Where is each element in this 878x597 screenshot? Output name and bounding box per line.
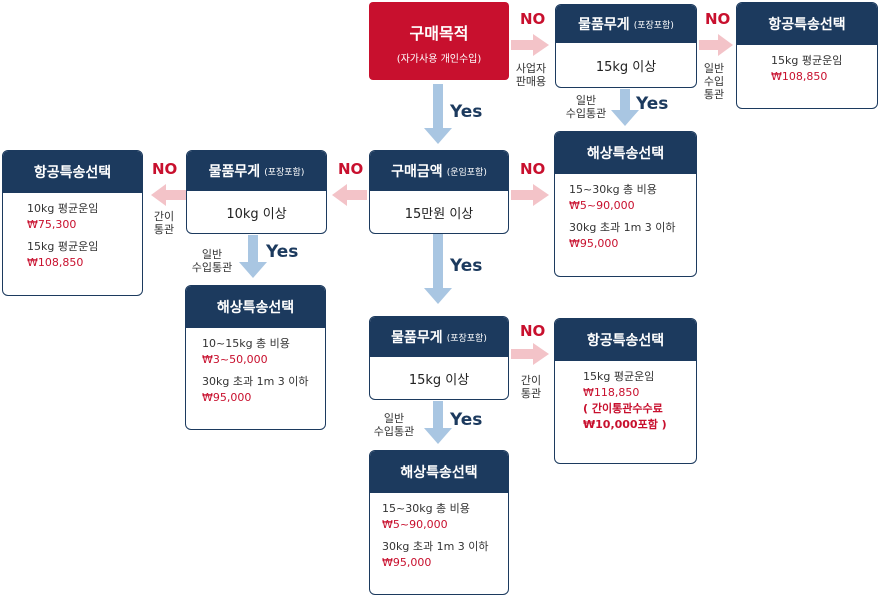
result-fee-note: ( 간이통관수수료 bbox=[583, 402, 663, 415]
note-simple-customs-left: 간이 통관 bbox=[153, 210, 175, 236]
decision-price: 구매금액 (운임포함) 15만원 이상 bbox=[369, 150, 509, 234]
result-title: 해상특송선택 bbox=[186, 286, 325, 328]
result-fee-amount: ₩10,000포함 ) bbox=[583, 418, 667, 431]
note-general-customs-top: 일반 수입통관 bbox=[565, 94, 607, 120]
result-sea-top-right: 해상특송선택 15~30kg 총 비용 ₩5~90,000 30kg 초과 1m… bbox=[554, 131, 697, 277]
result-sea-bottom: 해상특송선택 15~30kg 총 비용 ₩5~90,000 30kg 초과 1m… bbox=[369, 450, 509, 595]
start-subtitle: (자가사용 개인수입) bbox=[396, 54, 482, 65]
yes-label-start-price: Yes bbox=[450, 102, 483, 122]
decision-value: 15만원 이상 bbox=[404, 206, 474, 222]
arrow-right-price-to-sea bbox=[511, 184, 549, 206]
decision-sub: (운임포함) bbox=[446, 167, 487, 178]
note-general-customs-top-right: 일반 수입 통관 bbox=[703, 62, 725, 101]
result-sea-left: 해상특송선택 10~15kg 총 비용 ₩3~50,000 30kg 초과 1m… bbox=[185, 285, 326, 430]
yes-label-left-sea: Yes bbox=[266, 242, 299, 262]
result-air-left: 항공특송선택 10kg 평균운임 ₩75,300 15kg 평균운임 ₩108,… bbox=[2, 150, 143, 296]
note-simple-customs-bottom: 간이 통관 bbox=[520, 374, 542, 400]
no-label-price-left: NO bbox=[338, 160, 364, 178]
note-business-resale: 사업자 판매용 bbox=[515, 62, 547, 88]
decision-sub: (포장포함) bbox=[264, 167, 305, 178]
result-title: 항공특송선택 bbox=[555, 319, 696, 361]
start-title: 구매목적 bbox=[409, 24, 469, 43]
result-line: 30kg 초과 1m 3 이하 bbox=[382, 540, 489, 553]
result-title: 해상특송선택 bbox=[555, 132, 696, 174]
arrow-left-price-to-left-weight bbox=[332, 184, 367, 206]
result-line: 30kg 초과 1m 3 이하 bbox=[202, 375, 309, 388]
result-line: 15kg 평균운임 bbox=[771, 54, 843, 67]
result-price: ₩95,000 bbox=[202, 391, 252, 404]
start-box-purchase-purpose: 구매목적 (자가사용 개인수입) bbox=[369, 2, 509, 80]
no-label-price-sea: NO bbox=[520, 160, 546, 178]
decision-sub: (포장포함) bbox=[633, 20, 674, 31]
decision-bottom-weight: 물품무게 (포장포함) 15kg 이상 bbox=[369, 316, 509, 400]
decision-title: 물품무게 bbox=[208, 164, 261, 180]
result-line: 15kg 평균운임 bbox=[27, 240, 99, 253]
decision-title: 물품무게 bbox=[578, 17, 630, 33]
arrow-down-left-weight-to-sea bbox=[239, 235, 267, 278]
no-label-top-weight-air: NO bbox=[705, 10, 731, 28]
result-price: ₩5~90,000 bbox=[382, 518, 448, 531]
note-general-customs-bottom: 일반 수입통관 bbox=[373, 412, 415, 438]
decision-left-weight: 물품무게 (포장포함) 10kg 이상 bbox=[186, 150, 327, 234]
result-line: 10~15kg 총 비용 bbox=[202, 337, 290, 350]
yes-label-top-sea: Yes bbox=[636, 94, 669, 114]
result-line: 30kg 초과 1m 3 이하 bbox=[569, 221, 676, 234]
decision-title: 구매금액 bbox=[391, 164, 443, 180]
result-price: ₩95,000 bbox=[569, 237, 619, 250]
result-price: ₩118,850 bbox=[583, 386, 640, 399]
arrow-right-bottom-weight-to-air bbox=[511, 343, 549, 365]
arrow-down-bottom-weight-to-sea bbox=[424, 401, 452, 444]
no-label-left-air: NO bbox=[152, 160, 178, 178]
decision-value: 15kg 이상 bbox=[595, 59, 657, 75]
result-price: ₩108,850 bbox=[771, 70, 828, 83]
decision-top-weight: 물품무게 (포장포함) 15kg 이상 bbox=[555, 4, 697, 88]
decision-title: 물품무게 bbox=[391, 330, 443, 346]
result-title: 항공특송선택 bbox=[3, 151, 142, 193]
result-price: ₩75,300 bbox=[27, 218, 77, 231]
arrow-right-start-to-top-weight bbox=[511, 34, 549, 56]
note-general-customs-left: 일반 수입통관 bbox=[191, 248, 233, 274]
decision-value: 15kg 이상 bbox=[408, 372, 470, 388]
yes-label-price-bottom: Yes bbox=[450, 256, 483, 276]
result-price: ₩95,000 bbox=[382, 556, 432, 569]
result-line: 15~30kg 총 비용 bbox=[382, 502, 470, 515]
arrow-right-top-weight-to-air bbox=[699, 34, 733, 56]
result-line: 15kg 평균운임 bbox=[583, 370, 655, 383]
result-air-bottom-right: 항공특송선택 15kg 평균운임 ₩118,850 ( 간이통관수수료 ₩10,… bbox=[554, 318, 697, 464]
no-label-bottom-air: NO bbox=[520, 322, 546, 340]
decision-value: 10kg 이상 bbox=[226, 206, 287, 222]
arrow-down-price-to-bottom-weight bbox=[424, 226, 452, 304]
decision-sub: (포장포함) bbox=[446, 333, 487, 344]
result-price: ₩5~90,000 bbox=[569, 199, 635, 212]
arrow-down-start-to-price bbox=[424, 84, 452, 144]
arrow-down-top-weight-to-sea bbox=[611, 89, 639, 126]
result-line: 10kg 평균운임 bbox=[27, 202, 99, 215]
no-label-start-top-weight: NO bbox=[520, 10, 546, 28]
result-title: 항공특송선택 bbox=[737, 3, 877, 45]
result-title: 해상특송선택 bbox=[370, 451, 508, 493]
result-price: ₩3~50,000 bbox=[202, 353, 268, 366]
yes-label-bottom-sea: Yes bbox=[450, 410, 483, 430]
arrow-left-left-weight-to-air bbox=[151, 184, 186, 206]
result-price: ₩108,850 bbox=[27, 256, 84, 269]
result-line: 15~30kg 총 비용 bbox=[569, 183, 657, 196]
result-air-top-right: 항공특송선택 15kg 평균운임 ₩108,850 bbox=[736, 2, 878, 109]
